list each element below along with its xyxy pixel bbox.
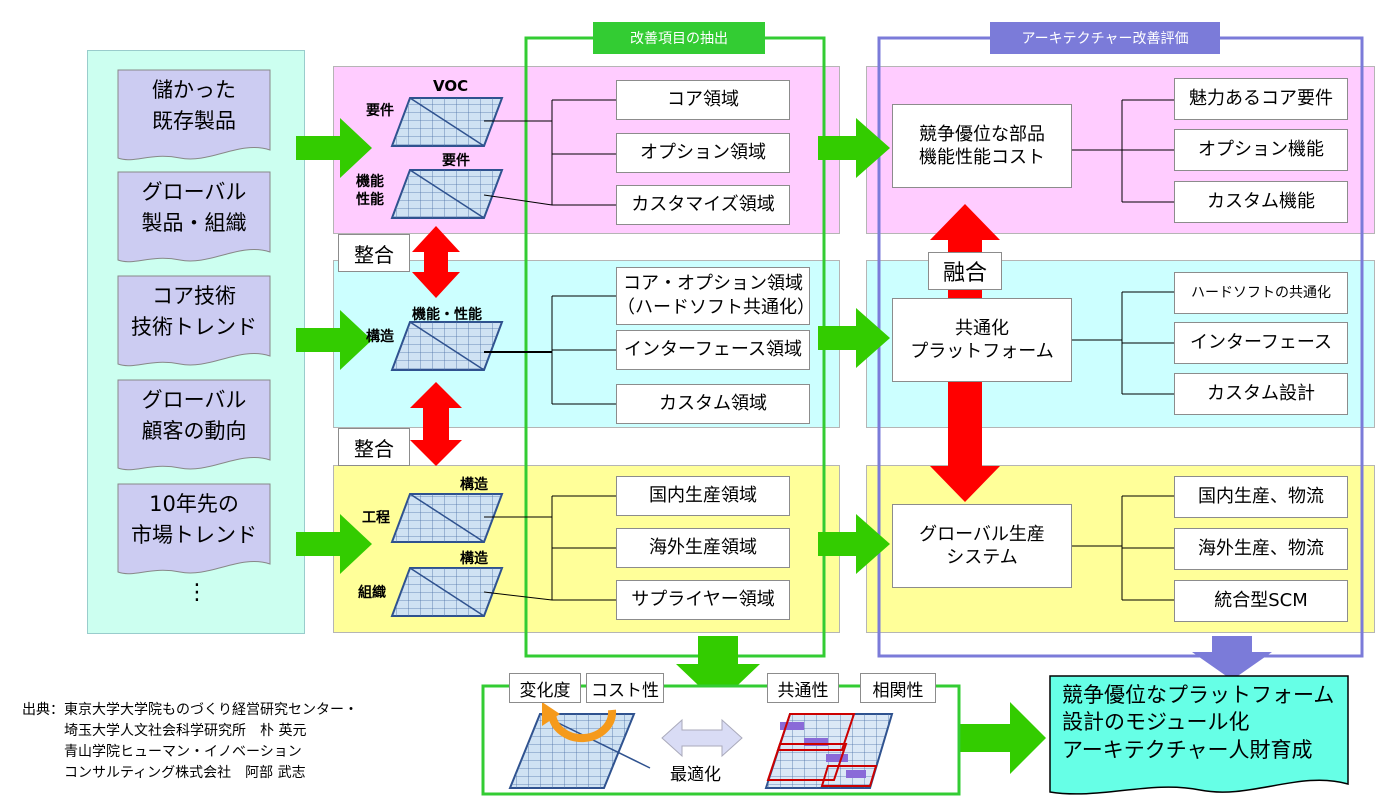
- requirement-label-2: 要件: [442, 153, 470, 169]
- requirement-label: 要件: [366, 103, 394, 119]
- supplier-area-box: サプライヤー領域: [616, 580, 790, 620]
- core-option-area-box: コア・オプション領域 （ハードソフト共通化）: [616, 267, 815, 325]
- grid-requirement: [390, 169, 504, 219]
- optimize-label: 最適化: [670, 765, 721, 785]
- change-degree-tag: 変化度: [509, 673, 581, 703]
- option-function-box: オプション機能: [1174, 129, 1348, 171]
- common-platform-box: 共通化 プラットフォーム: [892, 298, 1072, 382]
- align-label-1: 整合: [338, 234, 410, 272]
- input-doc-market-trend: 10年先の 市場トレンド: [131, 492, 257, 547]
- process-label: 工程: [362, 510, 390, 526]
- eval-arrow-3: [818, 514, 890, 574]
- cost-tag: コスト性: [586, 673, 664, 703]
- interface-area-box: インターフェース領域: [616, 330, 810, 370]
- input-doc-shapes: [117, 69, 271, 575]
- domestic-production-box: 国内生産領域: [616, 476, 790, 516]
- connectors-row2: [484, 291, 1174, 405]
- extraction-header: 改善項目の抽出: [593, 22, 765, 54]
- connectors-row3: [483, 495, 1174, 601]
- interface-box: インターフェース: [1174, 322, 1348, 364]
- global-production-box: グローバル生産 システム: [892, 504, 1072, 588]
- input-doc-profitable-products: 儲かった 既存製品: [152, 78, 236, 133]
- customize-area-box: カスタマイズ領域: [616, 185, 790, 225]
- custom-design-box: カスタム設計: [1174, 373, 1348, 415]
- input-doc-global-customers: グローバル 顧客の動向: [141, 388, 247, 443]
- domestic-logistics-box: 国内生産、物流: [1174, 476, 1348, 518]
- eval-arrow-2: [818, 308, 890, 368]
- structure-label-3: 構造: [460, 551, 488, 567]
- align-arrow-1: [412, 226, 460, 298]
- input-arrow-1: [296, 118, 372, 178]
- input-doc-core-tech: コア技術 技術トレンド: [131, 284, 257, 339]
- hw-sw-common-box: ハードソフトの共通化: [1174, 272, 1348, 314]
- fusion-label: 融合: [928, 252, 1002, 290]
- ellipsis-icon: ⋮: [186, 580, 208, 605]
- grid-structure: [390, 321, 504, 371]
- align-label-2: 整合: [338, 428, 410, 466]
- custom-area-box: カスタム領域: [616, 384, 810, 424]
- result-doc-text: 競争優位なプラットフォーム 設計のモジュール化 アーキテクチャー人財育成: [1062, 683, 1335, 762]
- competitive-parts-box: 競争優位な部品 機能性能コスト: [892, 104, 1072, 188]
- option-area-box: オプション領域: [616, 133, 790, 173]
- structure-label-2: 構造: [460, 477, 488, 493]
- core-area-box: コア領域: [616, 80, 790, 120]
- input-arrow-2: [296, 310, 372, 370]
- change-loop-icon: [548, 709, 617, 743]
- result-arrow: [952, 702, 1046, 774]
- down-arrow-evaluate: [1192, 636, 1272, 680]
- grid-process: [390, 493, 504, 543]
- bottom-grid-right: [764, 713, 894, 789]
- integrated-scm-box: 統合型SCM: [1174, 580, 1348, 622]
- attractive-core-box: 魅力あるコア要件: [1174, 78, 1348, 120]
- connectors-row1: [483, 99, 1174, 206]
- eval-arrow-1: [818, 118, 890, 178]
- structure-label: 構造: [366, 329, 394, 345]
- overseas-production-box: 海外生産領域: [616, 528, 790, 568]
- evaluation-header: アーキテクチャー改善評価: [990, 22, 1220, 54]
- organization-label: 組織: [358, 585, 386, 601]
- overseas-logistics-box: 海外生産、物流: [1174, 528, 1348, 570]
- function-performance-label-2: 機能・性能: [412, 307, 482, 323]
- source-note: 出典：東京大学大学院ものづくり経営研究センター・ 埼玉大学人文社会科学研究所 朴…: [22, 702, 358, 781]
- input-arrow-3: [296, 514, 372, 574]
- custom-function-box: カスタム機能: [1174, 181, 1348, 223]
- commonality-tag: 共通性: [767, 673, 839, 703]
- align-arrow-2: [410, 382, 462, 466]
- correlation-tag: 相関性: [860, 673, 936, 703]
- function-performance-label: 機能 性能: [356, 174, 384, 208]
- optimize-arrow-icon: [661, 718, 743, 758]
- voc-label: VOC: [433, 77, 469, 95]
- result-doc-shape: [1049, 675, 1349, 795]
- grid-organization: [390, 567, 504, 617]
- input-doc-global-products: グローバル 製品・組織: [141, 180, 247, 235]
- grid-voc: [390, 97, 504, 147]
- down-arrow-extract: [676, 636, 760, 704]
